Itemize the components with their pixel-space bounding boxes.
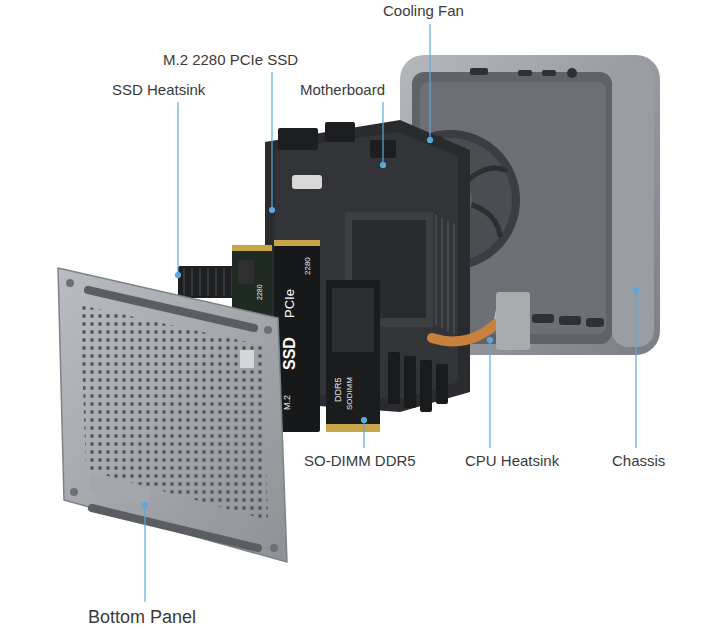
card-print: PCIe (283, 289, 297, 318)
part-label: Cooling Fan (383, 3, 464, 20)
part-label: Motherboard (300, 82, 385, 99)
ssd-heatsink (178, 266, 240, 298)
bottom-panel (58, 268, 287, 562)
so-dimm (326, 280, 380, 432)
card-print: SSD (281, 337, 299, 370)
part-label: Chassis (612, 453, 665, 470)
card-print: M.2 (283, 395, 293, 410)
leader-lines (143, 24, 639, 602)
part-label: Bottom Panel (88, 608, 196, 628)
card-print: 2280 (256, 284, 264, 300)
card-print: 2280 (304, 257, 313, 275)
part-label: M.2 2280 PCIe SSD (163, 52, 298, 69)
part-label: CPU Heatsink (465, 453, 559, 470)
cpu-heatsink (432, 292, 530, 350)
card-print: SODIMM (346, 377, 355, 410)
part-label: SO-DIMM DDR5 (304, 453, 416, 470)
part-label: SSD Heatsink (112, 82, 205, 99)
card-print: DDR5 (334, 377, 344, 402)
